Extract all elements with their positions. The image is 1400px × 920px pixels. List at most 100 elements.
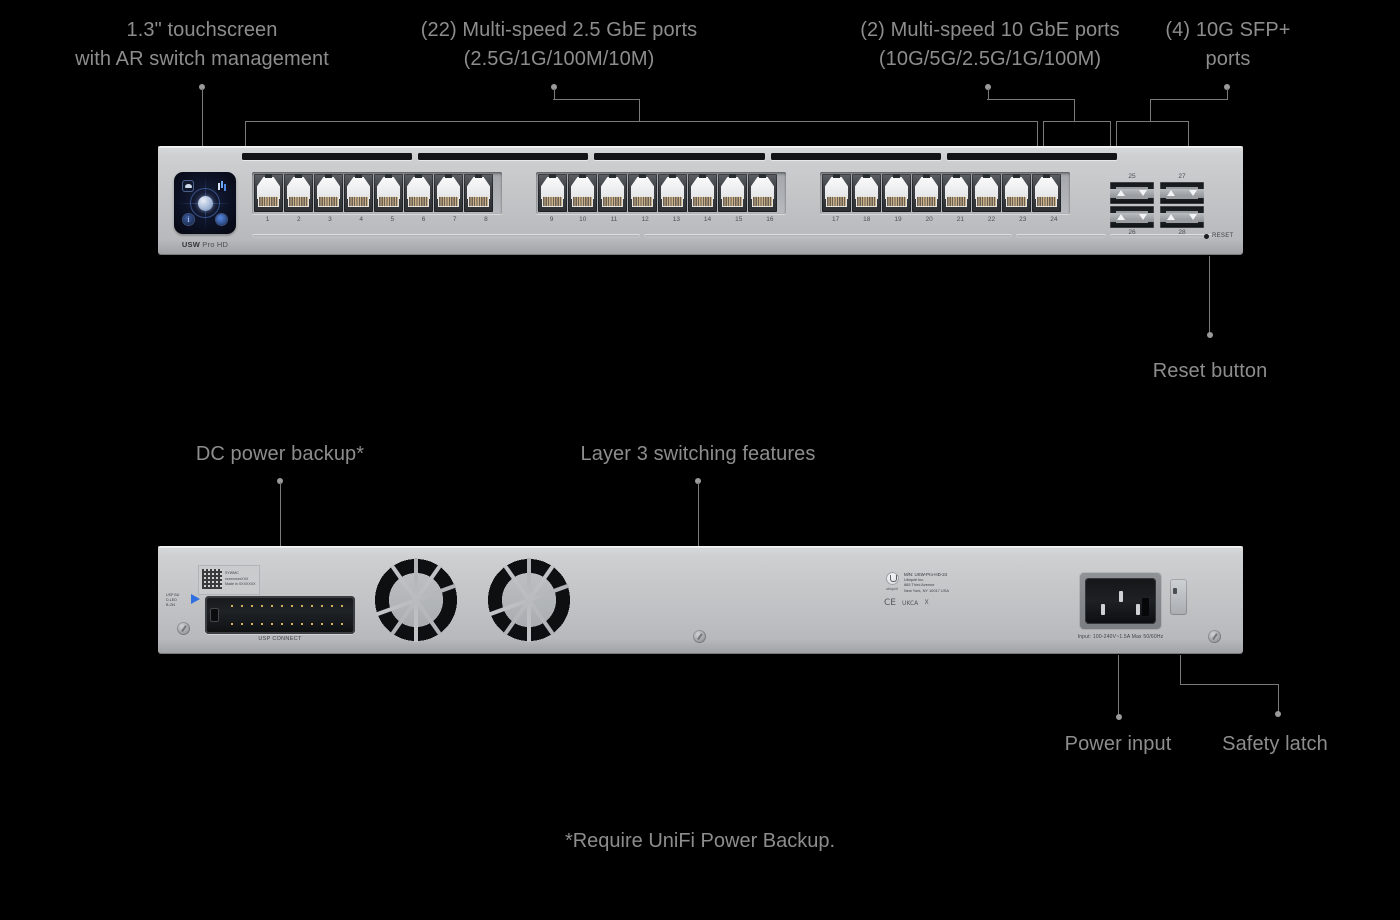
rj45-port[interactable] bbox=[464, 174, 493, 212]
weee-mark-icon: ☓ bbox=[924, 598, 930, 608]
port-number: 22 bbox=[987, 216, 996, 223]
bracket-2-5g-top bbox=[245, 121, 1038, 123]
leader-dot-layer3 bbox=[695, 478, 701, 484]
rj45-port[interactable] bbox=[822, 174, 851, 212]
reset-button[interactable]: RESET bbox=[1204, 233, 1234, 239]
leader-line-sfp-drop bbox=[1150, 99, 1152, 121]
rj45-port[interactable] bbox=[568, 174, 597, 212]
rj45-port[interactable] bbox=[284, 174, 313, 212]
port-number: 2 bbox=[296, 216, 301, 223]
sfp-port-26[interactable] bbox=[1110, 206, 1154, 228]
leader-line-10g-drop bbox=[1074, 99, 1076, 121]
leader-line-10g-cross bbox=[987, 99, 1075, 101]
callout-reset-button: Reset button bbox=[1152, 360, 1268, 382]
rj45-port[interactable] bbox=[1002, 174, 1031, 212]
callout-layer3: Layer 3 switching features bbox=[580, 443, 816, 465]
sfp-port-number: 28 bbox=[1178, 229, 1186, 236]
switch-rear-panel: SYWMC xxxxxxxxxXXX Made in XXXXXXX USP B… bbox=[158, 546, 1243, 654]
signal-bars-icon bbox=[216, 180, 228, 192]
rj45-port[interactable] bbox=[852, 174, 881, 212]
rj45-port[interactable] bbox=[254, 174, 283, 212]
rj45-port[interactable] bbox=[628, 174, 657, 212]
certification-marks: CE UKCA ☓ bbox=[884, 598, 929, 608]
info-icon bbox=[183, 214, 194, 225]
sfp-port-25[interactable] bbox=[1110, 182, 1154, 204]
vent-slot bbox=[418, 153, 589, 160]
dc-connector-pins bbox=[231, 605, 343, 625]
rj45-port[interactable] bbox=[434, 174, 463, 212]
port-number: 7 bbox=[452, 216, 457, 223]
leader-line-2-5g-stem bbox=[553, 88, 555, 100]
leader-line-touchscreen bbox=[201, 88, 203, 146]
chassis-screw-left bbox=[177, 622, 190, 635]
safety-latch[interactable] bbox=[1170, 579, 1187, 615]
rj45-port[interactable] bbox=[1032, 174, 1061, 212]
leader-line-sfp-cross bbox=[1150, 99, 1228, 101]
rj45-port[interactable] bbox=[344, 174, 373, 212]
power-input-inlet[interactable] bbox=[1079, 572, 1162, 630]
port-number: 21 bbox=[956, 216, 964, 223]
rj45-port[interactable] bbox=[688, 174, 717, 212]
rj45-port[interactable] bbox=[972, 174, 1001, 212]
qr-code-icon bbox=[202, 569, 222, 589]
rj45-port[interactable] bbox=[374, 174, 403, 212]
port-number: 12 bbox=[641, 216, 649, 223]
rj45-port[interactable] bbox=[942, 174, 971, 212]
port-number: 16 bbox=[766, 216, 774, 223]
leader-dot-2-5g bbox=[551, 84, 557, 90]
rj45-port[interactable] bbox=[314, 174, 343, 212]
leader-line-safety-latch-stem bbox=[1180, 655, 1182, 685]
port-number: 8 bbox=[484, 216, 488, 223]
dc-power-connector[interactable] bbox=[205, 596, 355, 634]
brand-wordmark: ubiquiti bbox=[886, 587, 899, 591]
bracket-10g-right bbox=[1110, 121, 1112, 146]
rj45-port[interactable] bbox=[882, 174, 911, 212]
port-number: 14 bbox=[703, 216, 712, 223]
callout-safety-latch: Safety latch bbox=[1222, 733, 1328, 755]
ce-mark-icon: CE bbox=[884, 598, 896, 608]
rj45-port[interactable] bbox=[718, 174, 747, 212]
sfp-column-2: 27 28 bbox=[1160, 172, 1204, 237]
sfp-port-28[interactable] bbox=[1160, 206, 1204, 228]
bracket-2-5g-right bbox=[1037, 121, 1039, 146]
reset-hole-icon bbox=[1204, 233, 1209, 239]
callout-sfp-ports: (4) 10G SFP+ ports bbox=[1165, 19, 1291, 70]
sfp-port-27[interactable] bbox=[1160, 182, 1204, 204]
model-name: Pro HD bbox=[202, 240, 229, 249]
front-rail-left bbox=[252, 234, 640, 238]
chassis-screw-right bbox=[1208, 630, 1221, 643]
rj45-port[interactable] bbox=[748, 174, 777, 212]
iec-pin bbox=[1118, 591, 1123, 602]
chassis-screw-center bbox=[693, 630, 706, 643]
rj45-port[interactable] bbox=[912, 174, 941, 212]
rj45-port[interactable] bbox=[404, 174, 433, 212]
port-bank-3 bbox=[820, 172, 1070, 214]
port-number: 24 bbox=[1050, 216, 1058, 223]
rj45-port[interactable] bbox=[598, 174, 627, 212]
bracket-sfp-left bbox=[1116, 121, 1118, 146]
touchscreen-assembly: USW Pro HD bbox=[174, 172, 236, 249]
port-number: 4 bbox=[359, 216, 363, 223]
leader-line-power-input bbox=[1118, 655, 1120, 717]
port-number: 5 bbox=[390, 216, 395, 223]
serial-line-2: xxxxxxxxxXXX bbox=[225, 576, 249, 581]
port-number: 13 bbox=[672, 216, 680, 223]
led-legend-line-3: B-ON bbox=[166, 603, 175, 607]
callout-power-input: Power input bbox=[1064, 733, 1172, 755]
callout-2-5g-ports: (22) Multi-speed 2.5 GbE ports (2.5G/1G/… bbox=[420, 19, 698, 70]
leader-line-safety-latch-cross bbox=[1180, 684, 1279, 686]
vent-slot bbox=[242, 153, 413, 160]
cloud-icon bbox=[182, 180, 194, 192]
rj45-port[interactable] bbox=[658, 174, 687, 212]
regulatory-text-block: M/N: USW-Pro-HD-24 Ubiquiti Inc. 685 Thi… bbox=[904, 572, 949, 593]
bracket-sfp-top bbox=[1116, 121, 1189, 123]
rj45-port[interactable] bbox=[538, 174, 567, 212]
power-icon bbox=[216, 214, 227, 225]
sfp-port-number: 27 bbox=[1178, 173, 1186, 180]
touchscreen-center-button[interactable] bbox=[197, 195, 213, 211]
footnote: *Require UniFi Power Backup. bbox=[564, 830, 836, 852]
led-legend-line-2: D-LED bbox=[166, 598, 177, 602]
touchscreen-display[interactable] bbox=[174, 172, 236, 234]
front-vent-row bbox=[242, 153, 1118, 160]
address-line-2: New York, NY 10017 USA bbox=[904, 587, 949, 593]
